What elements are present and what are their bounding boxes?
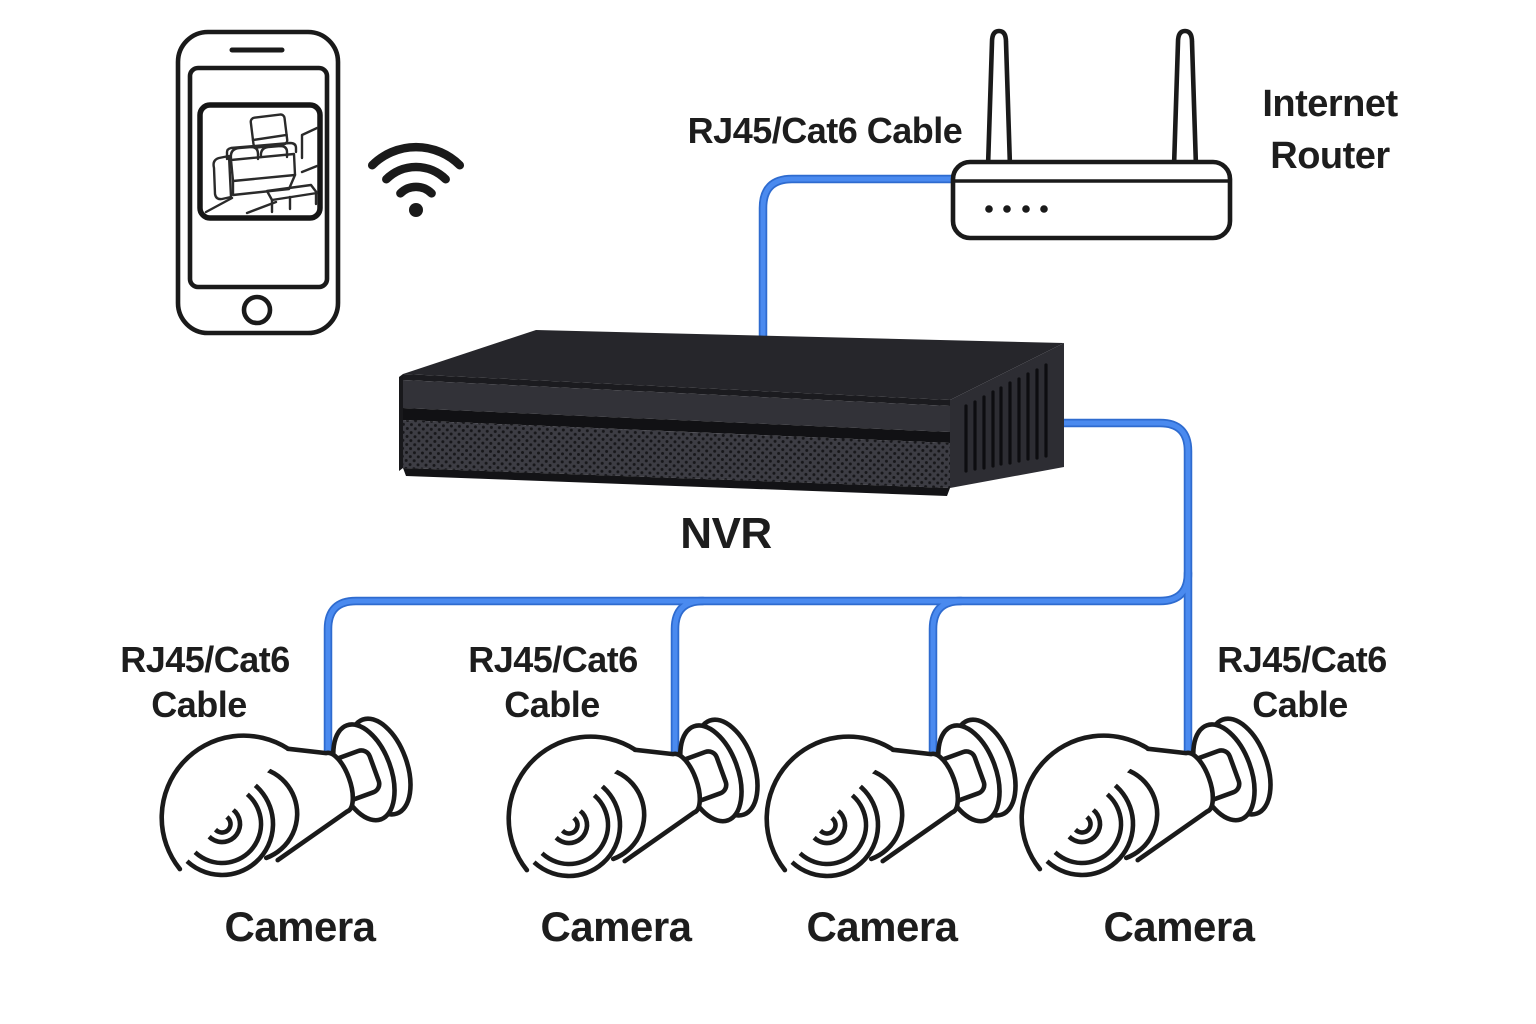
label-cable-3-line1: RJ45/Cat6: [1217, 639, 1387, 680]
wifi-signal-icon: [367, 142, 465, 217]
router-leds: [985, 205, 1048, 213]
label-internet-router-line1: Internet: [1262, 83, 1398, 125]
router-antenna-right: [1171, 28, 1199, 170]
nvr-front-vent-holes: [403, 420, 950, 488]
nvr-foot: [403, 468, 950, 496]
home-button: [241, 294, 273, 326]
nvr-left-bevel: [399, 374, 403, 471]
router-body: [950, 159, 1233, 241]
cable-branch3-core: [930, 598, 964, 767]
camera-view-frame: [197, 102, 323, 221]
cable-router-to-nvr: [758, 174, 963, 346]
label-cable-2-line1: RJ45/Cat6: [468, 639, 638, 680]
label-camera-3: Camera: [806, 903, 958, 950]
label-camera-1: Camera: [224, 903, 376, 950]
wifi-router-icon: [950, 28, 1233, 241]
label-router-cable: RJ45/Cat6 Cable: [688, 110, 963, 151]
nvr-top-face: [403, 330, 1064, 400]
cable-trunk-core: [325, 570, 1191, 767]
camera-view-art: [204, 113, 319, 215]
router-antenna-left: [985, 28, 1013, 170]
nvr-front-stripe: [403, 408, 950, 443]
nvr-recorder-icon: [399, 330, 1064, 496]
nvr-side-vents: [964, 363, 1048, 473]
nvr-front-upper-band: [403, 380, 950, 432]
label-cable-2-line2: Cable: [504, 684, 600, 725]
label-cable-1-line1: RJ45/Cat6: [120, 639, 290, 680]
cable-nvr-main-core: [1055, 420, 1191, 768]
label-nvr: NVR: [680, 509, 771, 558]
cable-branch2-core: [672, 598, 706, 767]
nvr-front-top-edge: [403, 374, 950, 406]
label-camera-4: Camera: [1103, 903, 1255, 950]
cable-router-to-nvr-core: [760, 176, 961, 344]
cable-nvr-main: [1053, 418, 1193, 770]
bullet-camera-icon-3: [744, 683, 1029, 896]
label-cable-3-line2: Cable: [1252, 684, 1348, 725]
cable-core-layer: [325, 176, 1191, 768]
label-cable-1-line2: Cable: [151, 684, 247, 725]
bullet-camera-icon-4: [999, 682, 1284, 895]
smartphone-icon: [175, 29, 341, 336]
label-camera-2: Camera: [540, 903, 692, 950]
label-internet-router-line2: Router: [1270, 135, 1390, 177]
